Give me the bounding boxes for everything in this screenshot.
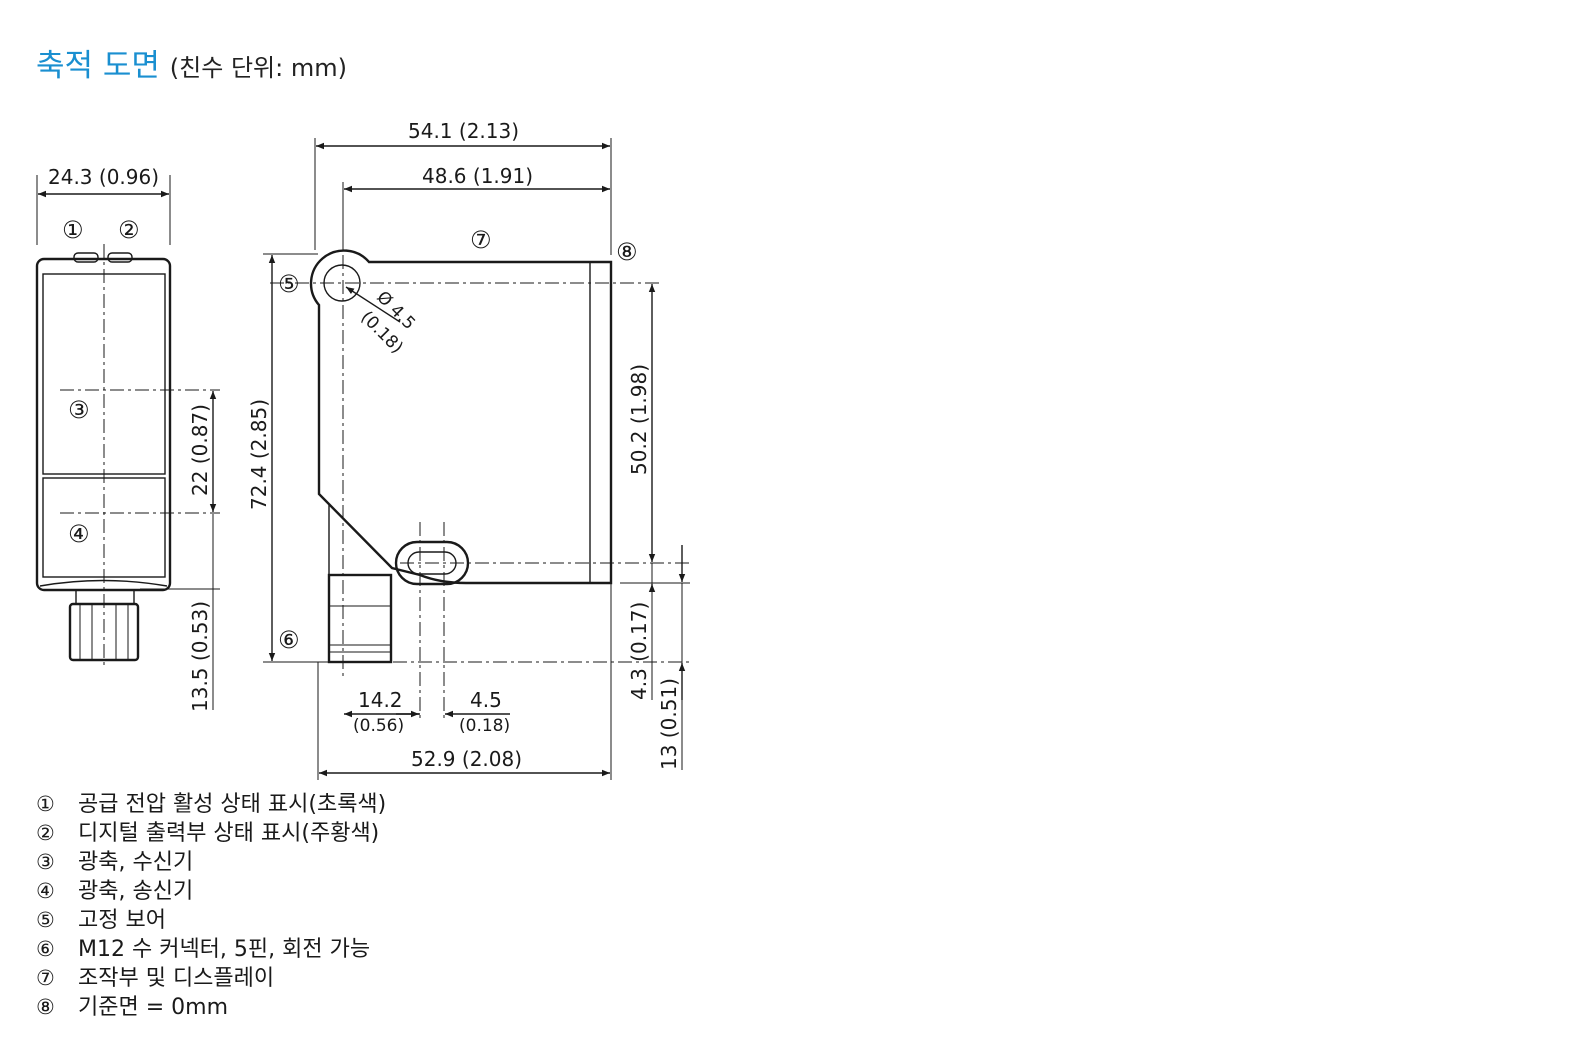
- legend-num: ⑦: [36, 966, 55, 990]
- dim-14-2-label: 14.2: [358, 688, 403, 712]
- dim-22-label: 22 (0.87): [188, 404, 212, 496]
- dim-13-5-label: 13.5 (0.53): [188, 601, 212, 712]
- callout-4: ④: [68, 520, 90, 548]
- legend-item: ③ 광축, 수신기: [36, 848, 386, 877]
- dim-4-5-label: 4.5: [470, 688, 502, 712]
- legend-item: ⑦ 조작부 및 디스플레이: [36, 964, 386, 993]
- callout-3: ③: [68, 396, 90, 424]
- side-view: 24.3 (0.96) 22 (0.87) 13.5 (0.53) ① ② ③ …: [35, 165, 220, 712]
- drawing-title: 축적 도면 (친수 단위: mm): [36, 40, 347, 85]
- legend-text: 조작부 및 디스플레이: [78, 966, 275, 991]
- legend-num: ⑧: [36, 995, 55, 1019]
- legend-item: ⑧ 기준면 = 0mm: [36, 993, 386, 1022]
- legend-num: ②: [36, 821, 55, 845]
- dim-54-1-label: 54.1 (2.13): [408, 119, 519, 143]
- callout-1: ①: [62, 216, 84, 244]
- dim-14-2-inch: (0.56): [353, 716, 404, 736]
- legend-text: M12 수 커넥터, 5핀, 회전 가능: [78, 937, 371, 962]
- legend-text: 광축, 송신기: [78, 879, 194, 904]
- legend-text: 디지털 출력부 상태 표시(주황색): [78, 821, 380, 846]
- led-output: [107, 252, 133, 263]
- legend-item: ⑤ 고정 보어: [36, 906, 386, 935]
- legend-item: ④ 광축, 송신기: [36, 877, 386, 906]
- legend-item: ① 공급 전압 활성 상태 표시(초록색): [36, 790, 386, 819]
- legend: ① 공급 전압 활성 상태 표시(초록색) ② 디지털 출력부 상태 표시(주황색)…: [36, 790, 386, 1022]
- dim-48-6-label: 48.6 (1.91): [422, 164, 533, 188]
- dim-4-5-inch: (0.18): [459, 716, 510, 736]
- legend-item: ② 디지털 출력부 상태 표시(주황색): [36, 819, 386, 848]
- unit-note: (친수 단위: mm): [169, 54, 347, 82]
- front-view: 54.1 (2.13) 48.6 (1.91) Ø 4.5 (0.18) 72.…: [247, 119, 690, 780]
- dim-4-3-label: 4.3 (0.17): [627, 602, 651, 700]
- legend-text: 공급 전압 활성 상태 표시(초록색): [78, 792, 387, 817]
- callout-5: ⑤: [278, 270, 300, 298]
- legend-text: 기준면 = 0mm: [78, 995, 228, 1020]
- callout-6: ⑥: [278, 626, 300, 654]
- legend-num: ④: [36, 879, 55, 903]
- legend-num: ①: [36, 792, 55, 816]
- dim-24-3-label: 24.3 (0.96): [48, 165, 159, 189]
- legend-item: ⑥ M12 수 커넥터, 5핀, 회전 가능: [36, 935, 386, 964]
- callout-2: ②: [118, 216, 140, 244]
- front-connector: [327, 573, 393, 664]
- legend-text: 광축, 수신기: [78, 850, 194, 875]
- legend-text: 고정 보어: [78, 908, 166, 933]
- dim-72-4-label: 72.4 (2.85): [247, 399, 271, 510]
- dim-52-9-label: 52.9 (2.08): [411, 747, 522, 771]
- led-power: [73, 252, 99, 263]
- drawing-title-main: 축적 도면: [36, 48, 160, 84]
- dim-50-2-label: 50.2 (1.98): [627, 364, 651, 475]
- legend-num: ⑤: [36, 908, 55, 932]
- dim-13-label: 13 (0.51): [657, 678, 681, 770]
- legend-num: ⑥: [36, 937, 55, 961]
- callout-7: ⑦: [470, 226, 492, 254]
- front-housing: [309, 249, 613, 585]
- legend-num: ③: [36, 850, 55, 874]
- callout-8: ⑧: [616, 238, 638, 266]
